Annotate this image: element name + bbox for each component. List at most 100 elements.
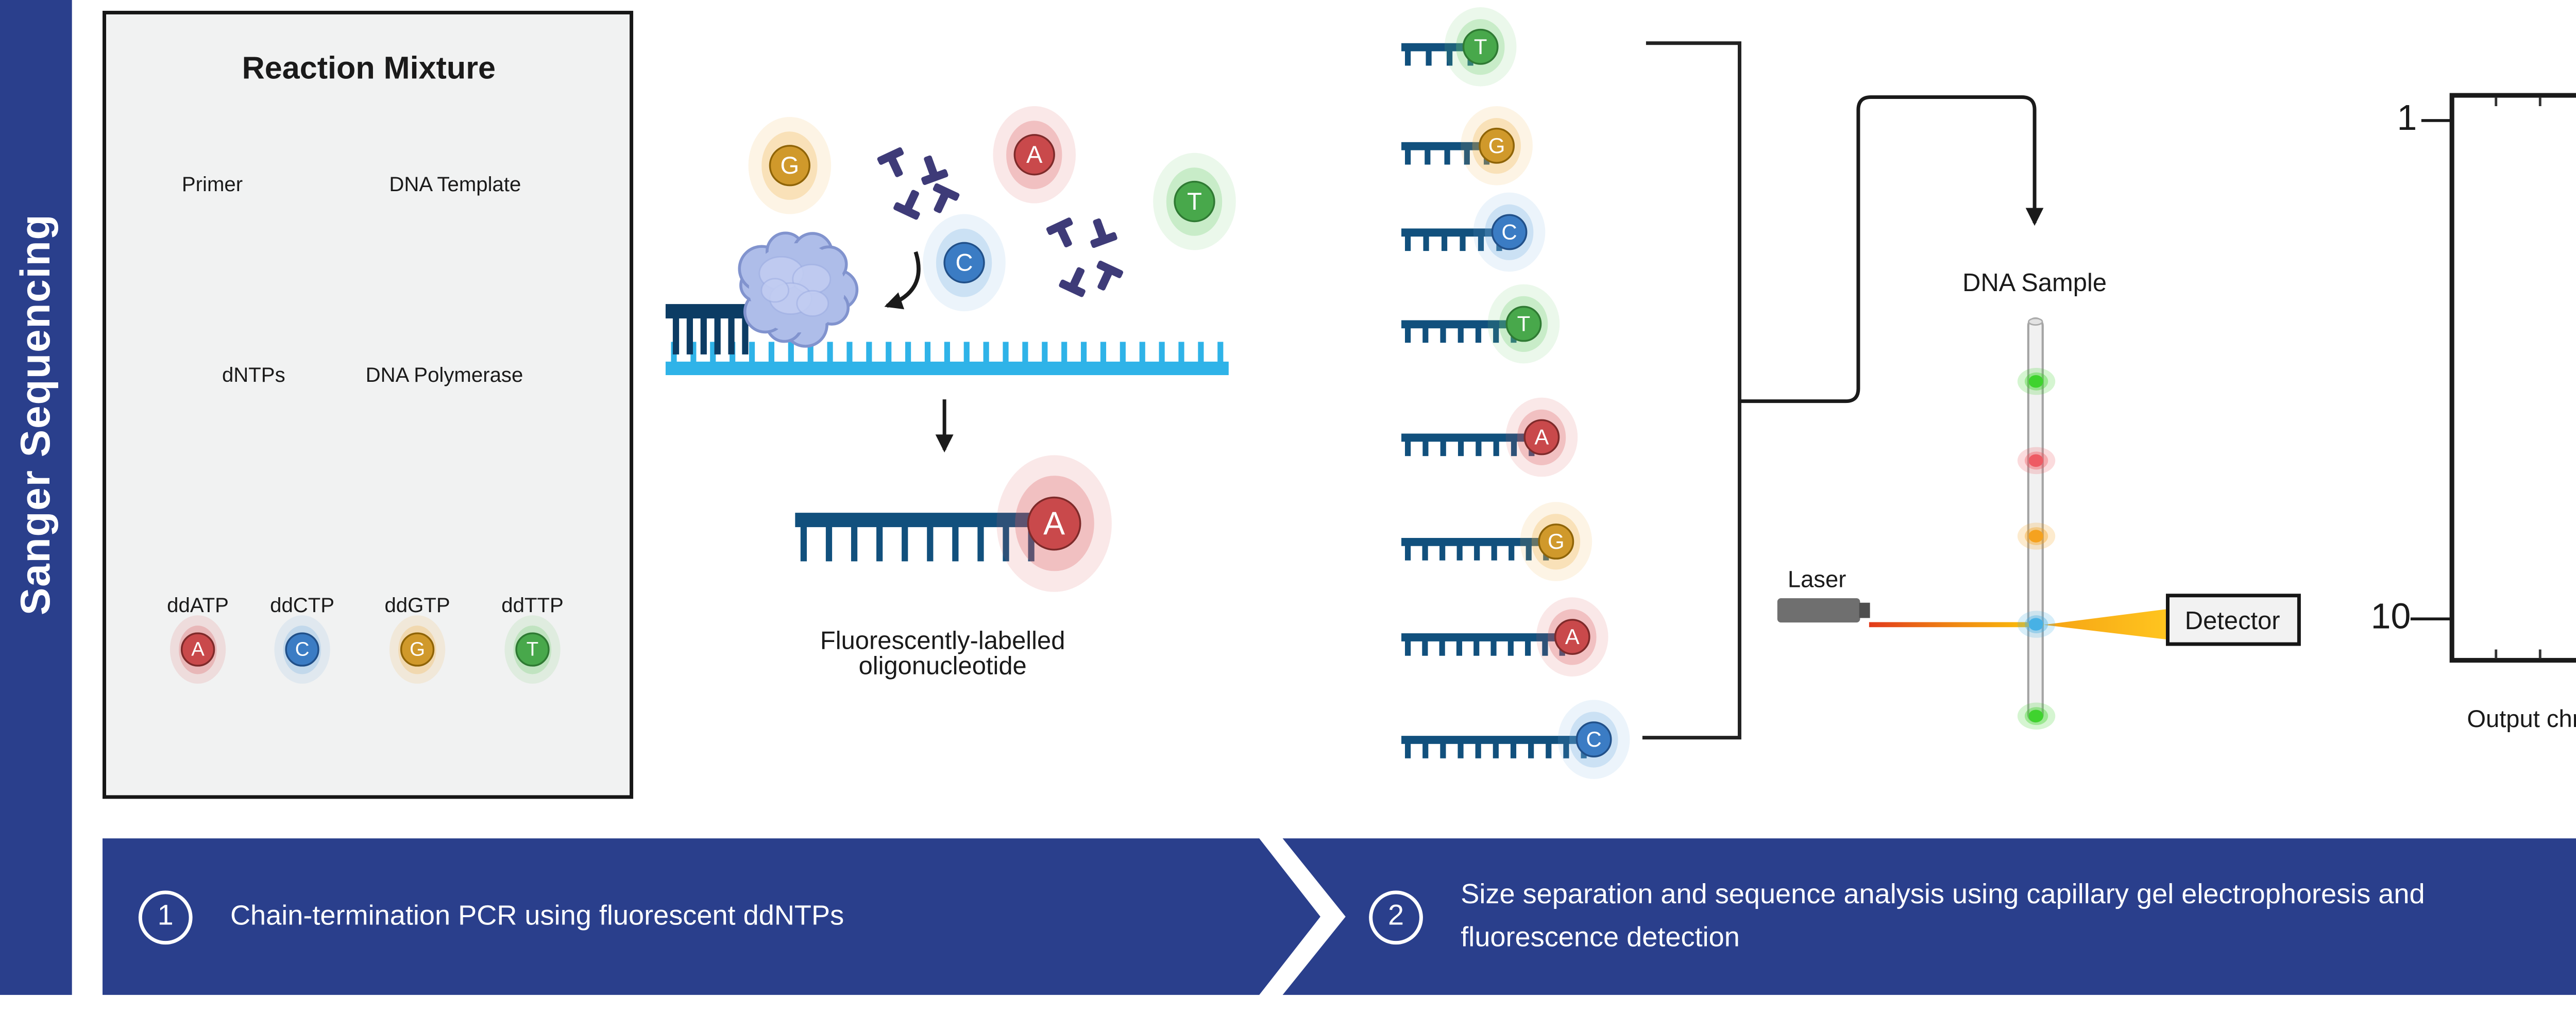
fragment-strand-2-part [1401,142,1494,150]
scene-dntp-molecule-5-part [1057,227,1072,247]
fragment-strand-2-part [1405,148,1411,165]
scene-template-strand-part [1061,342,1067,364]
fragment-8-terminal-C-circle: C [1575,721,1612,758]
dna-polymerase-label: DNA Polymerase [365,365,523,387]
scene-dntp-molecule-8-part [1097,270,1112,291]
fragment-strand-4-part [1401,320,1520,329]
fragment-strand-5-part [1401,433,1538,442]
capillary-dot-glow [2028,710,2043,722]
scene-polymerase-blob-part [760,278,790,303]
fluorescent-oligo-caption-line1: Fluorescently-labelled [820,626,1065,655]
ddatp-label: ddATP [167,596,229,618]
fluorescent-oligo-strand-part [927,525,934,562]
fragment-strand-8 [1401,736,1590,758]
step1-banner [103,838,1320,995]
chromatogram-frame [2449,93,2576,663]
capillary-tube-cap [2028,317,2043,326]
scene-dntp-molecule-3 [893,190,920,220]
scene-template-strand-part [768,342,775,364]
floating-base-C-circle: C [943,242,985,283]
scene-primer-strand-part [728,316,735,354]
ddctp-label: ddCTP [270,596,335,618]
fragment-strand-4-part [1440,326,1446,343]
scene-template-strand-part [1100,342,1107,364]
detector-box [2166,594,2301,646]
fragment-5-terminal-A-circle: A [1523,419,1560,456]
fragment-strand-7-part [1473,639,1480,656]
scene-dntp-molecule-3-part [904,190,919,210]
fragment-strand-8-part [1405,742,1411,758]
scene-template-strand-part [749,342,755,364]
scene-template-strand-part [983,342,989,364]
fragment-4-terminal-T-circle: T [1505,306,1542,343]
fragment-2-terminal-G-circle: G [1479,128,1515,164]
fluorescent-oligo-strand-part [902,525,908,562]
fragment-strand-7 [1401,633,1569,656]
scene-dntp-molecule-6-part [1093,218,1107,239]
fragment-strand-3-part [1405,234,1411,251]
step1-text: Chain-termination PCR using fluorescent … [230,900,844,931]
fragment-strand-8-part [1493,742,1499,758]
floating-base-A-circle: A [1013,134,1055,176]
scene-template-strand-part [1003,342,1009,364]
scene-template-strand-part [665,361,1229,376]
fragment-strand-3-part [1441,234,1448,251]
scene-template-strand-part [807,342,814,364]
scene-dntp-molecule-2-part [921,169,948,185]
fragment-bracket [1642,41,1741,740]
fragment-strand-6-part [1491,544,1497,561]
reaction-mixture-box [103,10,634,799]
scene-primer-strand-part [686,316,693,354]
fragment-strand-5-part [1511,440,1517,457]
scene-template-strand-part [710,342,716,364]
fragment-strand-8-part [1458,742,1464,758]
ddntp-g-chip-circle: G [400,632,435,667]
fragment-6-terminal-G-circle: G [1538,524,1574,560]
scene-template-strand-part [1217,342,1224,364]
scene-template-strand-part [866,342,872,364]
step2-banner [1282,838,2576,995]
laser-nozzle [1859,602,1870,618]
fragment-3-terminal-C-circle: C [1491,214,1528,251]
scene-polymerase-blob [738,231,859,348]
fragment-strand-5-part [1458,440,1464,457]
page-title: Sanger Sequencing [11,213,59,615]
scene-dntp-molecule-2-part [924,155,938,176]
scene-template-strand-part [1139,342,1145,364]
fragment-strand-6 [1401,538,1553,561]
ddntp-a-chip-circle: A [180,632,215,667]
scene-dntp-molecule-7 [1059,267,1086,297]
capillary-dot-glow [2028,454,2043,467]
detector-label: Detector [2184,605,2280,634]
laser-body [1777,598,1860,623]
scene-dntp-molecule-1-part [877,147,904,165]
ddgtp-label: ddGTP [384,596,450,618]
fragment-strand-3-part [1401,228,1506,237]
scene-template-strand-part [690,342,697,364]
reaction-box-title: Reaction Mixture [242,49,496,86]
fragment-strand-5-part [1440,440,1446,457]
scene-template-strand-part [963,342,970,364]
fragment-strand-4-part [1458,326,1464,343]
scene-primer-strand-part [714,316,721,354]
fluorescent-oligo-strand-part [952,525,959,562]
fluorescent-oligo-strand-part [1003,525,1009,562]
capillary-dot-glow [2028,530,2043,543]
fragment-strand-5-part [1422,440,1429,457]
fragment-strand-6-part [1401,538,1553,546]
scene-polymerase-blob-part [796,290,829,317]
ddntp-c-chip-circle: C [285,632,319,667]
scene-template-strand-part [788,342,794,364]
scene-template-strand-part [1120,342,1126,364]
fragment-strand-7-part [1456,639,1463,656]
scene-dntp-molecule-7-part [1059,279,1086,297]
scene-dntp-molecule-8 [1096,260,1124,291]
fragment-strand-8-part [1510,742,1517,758]
fragment-strand-7-part [1507,639,1514,656]
scene-dntp-molecule-4 [933,183,960,213]
fragment-strand-1-part [1401,43,1477,52]
fragment-strand-8-part [1401,736,1590,744]
fragment-strand-8-part [1546,742,1552,758]
scene-template-strand [665,342,1229,376]
fluorescent-oligo-strand-part [800,525,807,562]
